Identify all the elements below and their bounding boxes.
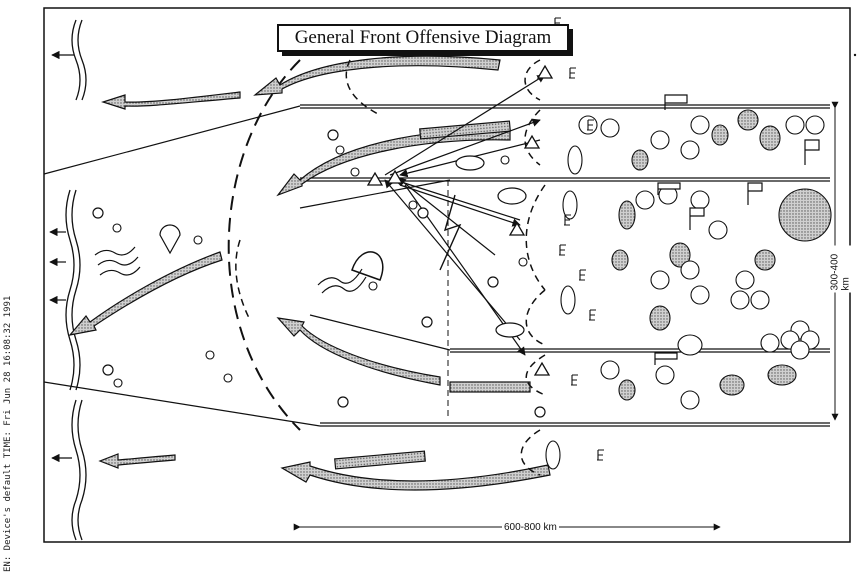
offensive-arrows <box>68 55 551 491</box>
sun-markers <box>92 129 546 418</box>
balloon-marker <box>159 224 181 255</box>
wavy-edge <box>65 19 87 541</box>
diagram-title-text: General Front Offensive Diagram <box>294 27 552 48</box>
enemy-formations <box>545 109 832 470</box>
direction-arrows <box>384 74 546 356</box>
small-maneuver-arrows <box>94 246 367 294</box>
frame-border <box>43 7 851 543</box>
triangle-markers <box>366 64 554 376</box>
dim-label-horizontal: 600-800 km <box>502 522 559 533</box>
edge-arrows <box>49 50 74 463</box>
unit-markers <box>112 145 528 388</box>
main-arc-dashed <box>227 59 301 431</box>
dashed-axes <box>235 59 546 476</box>
diagram-title: General Front Offensive Diagram <box>277 24 573 56</box>
oval-markers <box>455 155 527 338</box>
flag-markers <box>654 94 820 365</box>
loop-symbol <box>351 251 384 281</box>
obstacle-marks <box>554 17 604 461</box>
print-header: EN: Device's default TIME: Fri Jun 28 16… <box>3 295 13 572</box>
jamming-zigzag <box>439 194 462 271</box>
dim-label-vertical: 300-400 km <box>829 245 852 293</box>
